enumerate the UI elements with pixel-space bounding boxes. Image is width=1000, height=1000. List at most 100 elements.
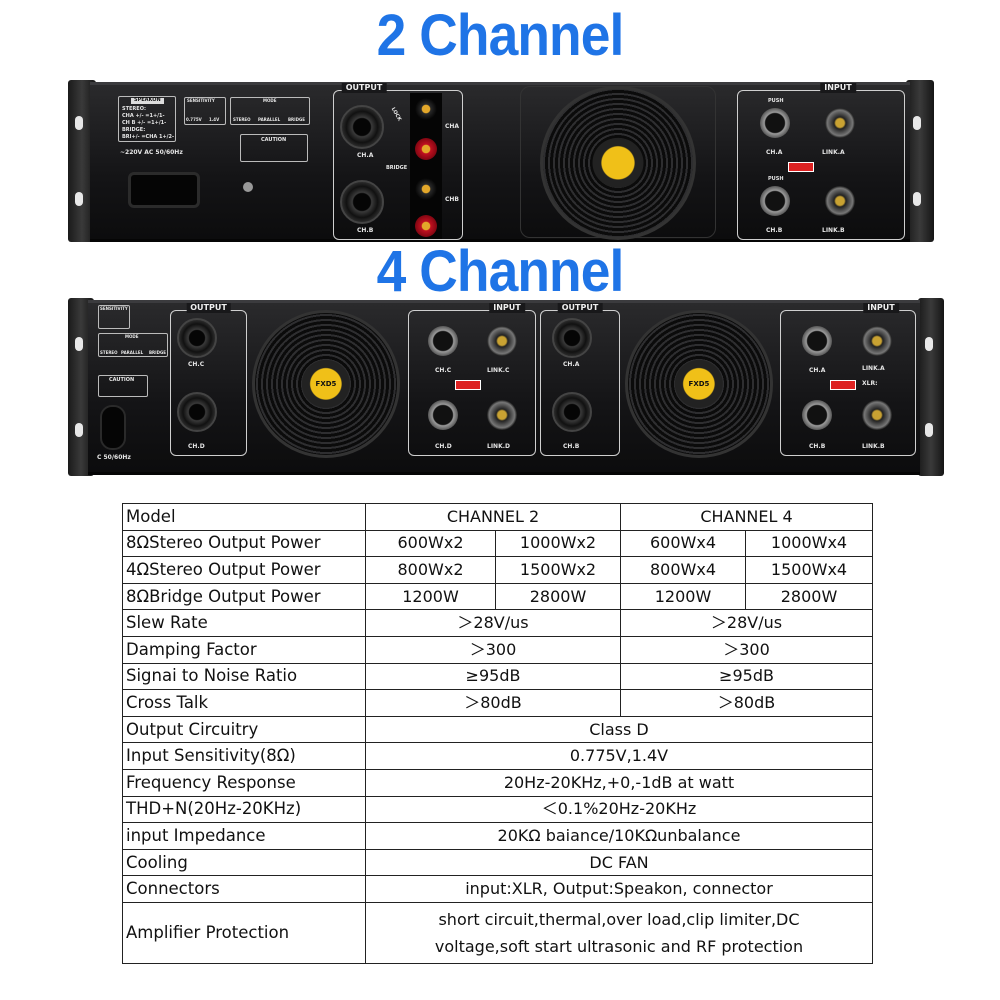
ch-b-label: CH.B [809,443,826,450]
dip-switch[interactable] [830,380,856,390]
label: STEREO [100,350,118,355]
header-model: Model [122,503,366,531]
output-label: OUTPUT [341,83,387,93]
label: 1.4V [209,117,220,122]
caution-label: CAUTION [98,375,148,397]
binding-post-cha-pos[interactable] [415,138,437,160]
dip-switch[interactable] [788,162,814,172]
binding-post-chb-pos[interactable] [415,215,437,237]
xlr-input-ch-d[interactable] [428,400,458,430]
speakon-ch-d[interactable] [177,392,217,432]
speakon-ch-c[interactable] [177,318,217,358]
sensitivity-switch[interactable]: SENSITIVITY [98,305,130,329]
link-d-label: LINK.D [487,443,510,450]
cell: 600Wx2 [365,529,496,558]
input-section-cd: INPUT [408,303,536,456]
xlr-input-ch-b[interactable] [802,400,832,430]
label: BRIDGE: [122,127,146,133]
link-b-label: LINK.B [862,443,885,450]
speakon-ch-a[interactable] [552,318,592,358]
ch-b-label: CH.B [766,227,783,234]
speakon-ch-a[interactable] [340,105,384,149]
table-row: THD+N(20Hz-20KHz) ＜0.1%20Hz-20KHz [122,795,873,824]
rack-ear-right [906,80,934,242]
binding-post-cha-neg[interactable] [415,98,437,120]
ch-c-label: CH.C [188,361,205,368]
xlr-link-a[interactable] [825,108,855,138]
xlr-link-b[interactable] [862,400,892,430]
cell: 1200W [620,582,746,611]
output-label: OUTPUT [557,303,603,313]
cell: 1500Wx4 [745,556,873,584]
power-inlet [128,172,200,208]
cell: short circuit,thermal,over load,clip lim… [365,901,873,964]
table-row: 8ΩStereo Output Power 600Wx2 1000Wx2 600… [122,529,873,558]
link-c-label: LINK.C [487,367,510,374]
ch-a-label: CH.A [809,367,826,374]
cell: ＞300 [620,635,873,664]
xlr-link-a[interactable] [862,326,892,356]
cell: ＞80dB [620,689,873,717]
power-rating-label: C 50/60Hz [97,454,131,461]
chb-label: CHB [445,196,459,203]
mode-switch[interactable]: MODE STEREO PARALLEL BRIDGE [98,333,168,357]
label: 0.775V [186,117,202,122]
caution-label: CAUTION [240,134,308,162]
cell: 1500Wx2 [495,556,621,584]
xlr-input-ch-a[interactable] [802,326,832,356]
speakon-ch-b[interactable] [340,180,384,224]
push-latch-label: PUSH [768,98,784,104]
output-label: OUTPUT [186,303,231,313]
output-section-ab: OUTPUT [540,303,620,456]
row-label: 8ΩBridge Output Power [122,582,366,611]
fan-brand-label: FXD5 [315,379,337,388]
row-label: Output Circuitry [122,715,366,744]
xlr-link-d[interactable] [487,400,517,430]
binding-post-chb-neg[interactable] [415,178,437,200]
input-label: INPUT [863,303,899,313]
row-label: Signai to Noise Ratio [122,662,366,691]
cell: 1200W [365,582,496,611]
cell: ＞28V/us [620,609,873,637]
ground-screw-icon [243,182,253,192]
cell: 2800W [745,582,873,611]
cell: ＞80dB [365,689,621,717]
power-rating-label: ~220V AC 50/60Hz [120,149,183,156]
label: CHA +/- =1+/1- [122,113,165,119]
dip-switch[interactable] [455,380,481,390]
row-label: Damping Factor [122,635,366,664]
label: SENSITIVITY [187,98,215,103]
table-row: Amplifier Protection short circuit,therm… [122,901,873,964]
table-row: Input Sensitivity(8Ω) 0.775V,1.4V [122,742,873,770]
speakon-info-box: SPEAKON STEREO: CHA +/- =1+/1- CH B +/- … [118,96,176,142]
row-label: THD+N(20Hz-20KHz) [122,795,366,824]
table-row: 8ΩBridge Output Power 1200W 2800W 1200W … [122,582,873,611]
row-label: Amplifier Protection [122,901,366,964]
heading-2-channel: 2 Channel [376,3,625,68]
table-row: Output Circuitry Class D [122,715,873,744]
xlr-input-ch-a[interactable] [760,108,790,138]
cell: ＞28V/us [365,609,621,637]
xlr-input-ch-c[interactable] [428,326,458,356]
table-row: input Impedance 20KΩ baiance/10KΩunbalan… [122,822,873,850]
sensitivity-switch[interactable]: SENSITIVITY 0.775V 1.4V [184,97,226,125]
table-row: Cross Talk ＞80dB ＞80dB [122,689,873,717]
row-label: Slew Rate [122,609,366,637]
mode-switch[interactable]: MODE STEREO PARALLEL BRIDGE [230,97,310,125]
xlr-input-ch-b[interactable] [760,186,790,216]
cell: 800Wx4 [620,556,746,584]
xlr-link-b[interactable] [825,186,855,216]
table-row: Frequency Response 20Hz-20KHz,+0,-1dB at… [122,768,873,797]
header-channel-2: CHANNEL 2 [365,503,621,531]
table-row: 4ΩStereo Output Power 800Wx2 1500Wx2 800… [122,556,873,584]
speakon-ch-b[interactable] [552,392,592,432]
row-label: Cooling [122,848,366,877]
cell: 800Wx2 [365,556,496,584]
xlr-link-c[interactable] [487,326,517,356]
cell: 20KΩ baiance/10KΩunbalance [365,822,873,850]
label: PARALLEL [121,350,144,355]
power-cable [100,405,126,450]
label: CAUTION [261,137,287,143]
cell: ＞300 [365,635,621,664]
table-row: Cooling DC FAN [122,848,873,877]
